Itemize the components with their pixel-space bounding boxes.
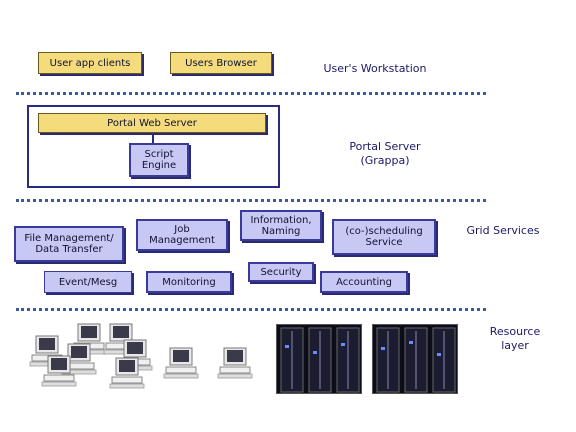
event-mesg-box: Event/Mesg xyxy=(44,271,132,293)
information-naming-box: Information, Naming xyxy=(240,210,322,241)
web-to-script-connector xyxy=(152,133,154,143)
coscheduling-service-box: (co-)scheduling Service xyxy=(332,219,436,255)
server-rack-image-1 xyxy=(276,324,362,394)
file-management-box: File Management/ Data Transfer xyxy=(14,226,124,262)
layer-divider-3 xyxy=(16,308,486,311)
portal-web-server-box: Portal Web Server xyxy=(38,113,266,133)
monitoring-box: Monitoring xyxy=(146,271,232,293)
workstation-cluster-icon xyxy=(29,323,253,389)
server-rack-image-2 xyxy=(372,324,458,394)
user-app-clients-box: User app clients xyxy=(38,52,142,74)
layer-divider-2 xyxy=(16,199,486,202)
portal-server-frame xyxy=(27,105,280,188)
layer-divider-1 xyxy=(16,92,486,95)
accounting-box: Accounting xyxy=(320,271,408,293)
security-box: Security xyxy=(248,262,314,282)
grid-layer-label: Grid Services xyxy=(466,224,540,237)
job-management-box: Job Management xyxy=(136,219,228,251)
resource-layer-label: Resource layer xyxy=(489,325,541,352)
users-browser-box: Users Browser xyxy=(170,52,272,74)
portal-layer-label: Portal Server (Grappa) xyxy=(349,140,421,167)
workstation-layer-label: User's Workstation xyxy=(323,62,427,75)
script-engine-box: Script Engine xyxy=(129,143,189,177)
